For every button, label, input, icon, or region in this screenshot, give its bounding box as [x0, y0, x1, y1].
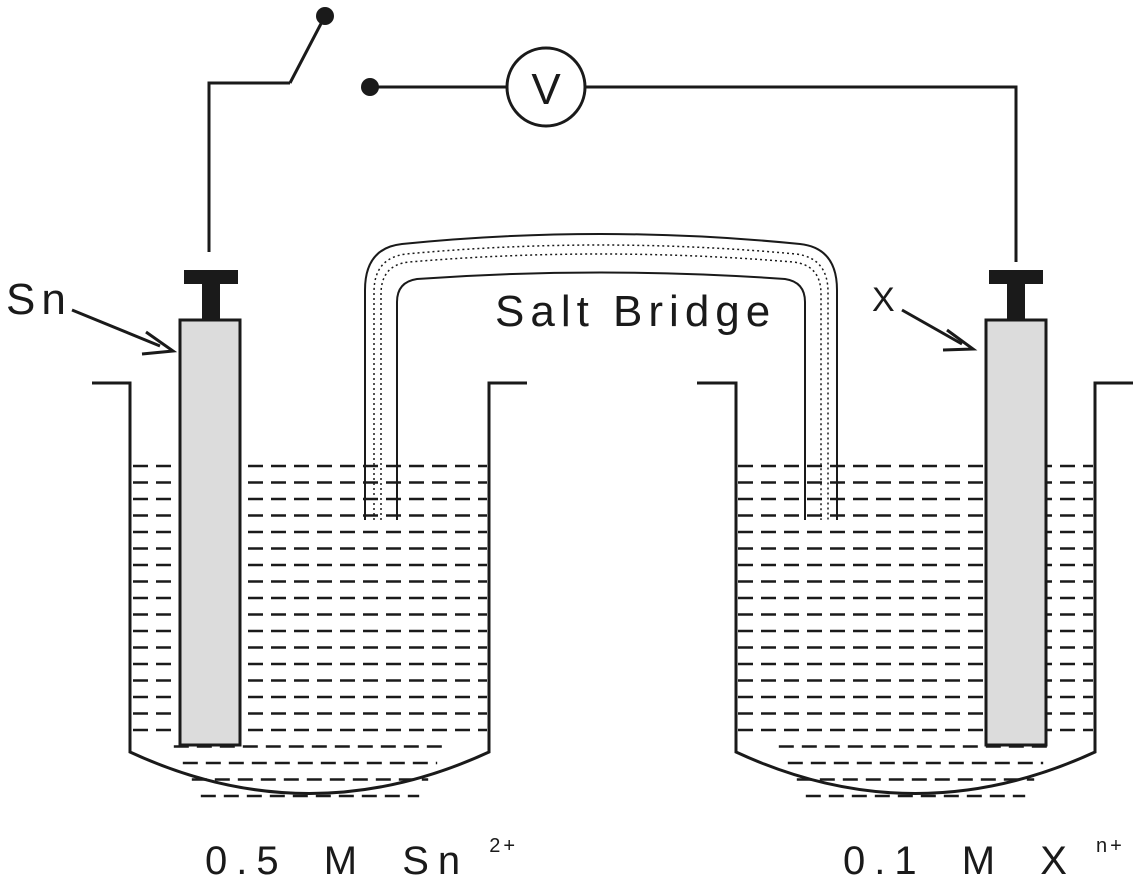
salt-bridge-inner-wall — [396, 271, 806, 520]
x-pointer-arrow — [901, 308, 978, 352]
right-conc-unit: M — [962, 839, 1004, 879]
x-electrode-cap — [989, 270, 1043, 284]
x-electrode-label: X — [872, 281, 895, 319]
sn-electrode-cap — [184, 270, 238, 284]
right-species: X — [1040, 839, 1076, 879]
x-electrode-stem — [1007, 284, 1025, 322]
right-beaker — [697, 381, 1133, 795]
switch-pivot-terminal — [316, 7, 334, 25]
left-charge: 2+ — [489, 835, 518, 857]
circuit — [207, 15, 1018, 262]
x-electrode — [984, 270, 1048, 747]
switch-lever[interactable] — [288, 15, 327, 84]
left-solution-label: 0.5 M Sn 2+ — [205, 835, 518, 879]
sn-electrode-label: Sn — [6, 275, 72, 324]
left-wire — [207, 81, 290, 252]
voltmeter: V — [505, 46, 587, 128]
left-conc-unit: M — [324, 839, 366, 879]
switch-contact-terminal — [361, 78, 379, 96]
right-wire — [585, 85, 1018, 262]
salt-bridge — [364, 233, 838, 520]
salt-bridge-label: Salt Bridge — [495, 287, 776, 336]
x-electrode-rod — [984, 318, 1048, 747]
sn-electrode-stem — [202, 284, 220, 322]
voltmeter-symbol: V — [531, 65, 561, 114]
salt-bridge-outer-wall — [364, 233, 838, 520]
right-charge: n+ — [1096, 835, 1125, 857]
right-conc-value: 0.1 — [843, 839, 926, 879]
sn-electrode-rod — [178, 318, 242, 747]
left-species: Sn — [402, 839, 469, 879]
right-solution-liquid — [738, 464, 1093, 798]
sn-pointer-arrow — [71, 308, 178, 356]
salt-bridge-dotted-wall-inner — [380, 253, 822, 520]
left-conc-value: 0.5 — [205, 839, 288, 879]
sn-electrode — [178, 270, 242, 747]
voltmeter-dial — [505, 46, 587, 128]
left-beaker — [92, 381, 527, 795]
right-solution-label: 0.1 M X n+ — [843, 835, 1125, 879]
